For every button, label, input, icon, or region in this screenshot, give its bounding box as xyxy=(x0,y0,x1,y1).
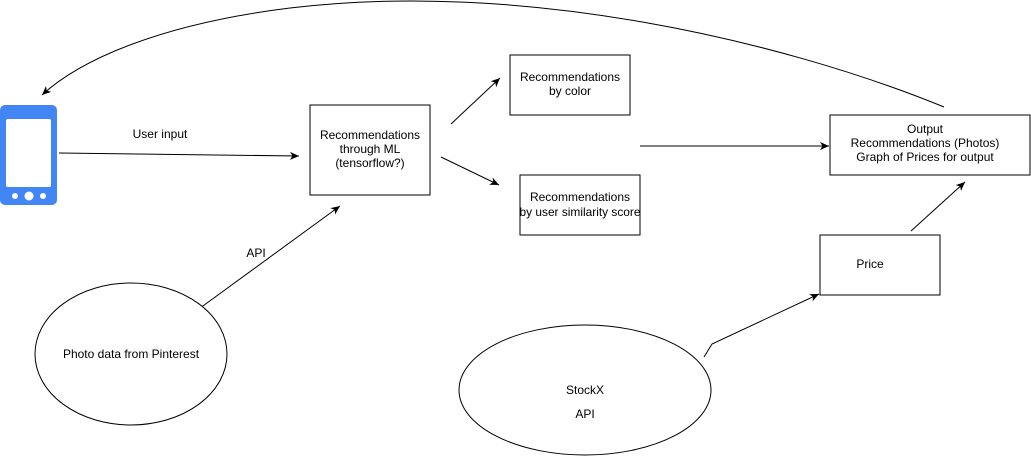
node-recommendations-by-similarity[interactable]: Recommendations by user similarity score xyxy=(519,174,641,236)
edge-label-api: API xyxy=(246,246,265,260)
node-stockx-api[interactable]: StockX API xyxy=(458,324,712,456)
edge-label-user-input: User input xyxy=(133,127,188,141)
node-pinterest-data[interactable]: Photo data from Pinterest xyxy=(34,282,228,426)
node-recommendations-ml[interactable]: Recommendations through ML (tensorflow?) xyxy=(309,104,431,196)
node-pinterest-label: Photo data from Pinterest xyxy=(63,347,200,361)
edge-price-to-output xyxy=(910,181,966,232)
node-output-line-1: Output xyxy=(907,122,944,136)
node-price-label: Price xyxy=(856,257,884,271)
edge-pinterest-to-ml xyxy=(195,205,341,312)
node-output[interactable]: Output Recommendations (Photos) Graph of… xyxy=(829,114,1031,176)
edge-ml-to-color xyxy=(450,77,501,125)
node-stockx-line-2: API xyxy=(575,407,594,421)
node-output-line-3: Graph of Prices for output xyxy=(856,150,994,164)
edge-phone-to-ml xyxy=(58,151,300,160)
node-ml-line-3: (tensorflow?) xyxy=(335,156,404,170)
node-ml-line-1: Recommendations xyxy=(320,128,420,142)
node-stockx-line-1: StockX xyxy=(566,383,604,397)
smartphone-icon[interactable] xyxy=(0,105,57,205)
node-similarity-line-1: Recommendations xyxy=(530,190,630,204)
edge-stockx-to-price xyxy=(703,293,820,358)
node-price[interactable]: Price xyxy=(819,234,941,296)
edge-output-to-phone xyxy=(41,0,945,108)
node-ml-line-2: through ML xyxy=(340,142,401,156)
edge-ml-to-similarity xyxy=(440,156,500,186)
node-color-line-1: Recommendations xyxy=(520,70,620,84)
node-similarity-line-2: by user similarity score xyxy=(520,205,641,219)
node-color-line-2: by color xyxy=(549,84,591,98)
node-output-line-2: Recommendations (Photos) xyxy=(851,136,1000,150)
node-recommendations-by-color[interactable]: Recommendations by color xyxy=(509,54,631,116)
